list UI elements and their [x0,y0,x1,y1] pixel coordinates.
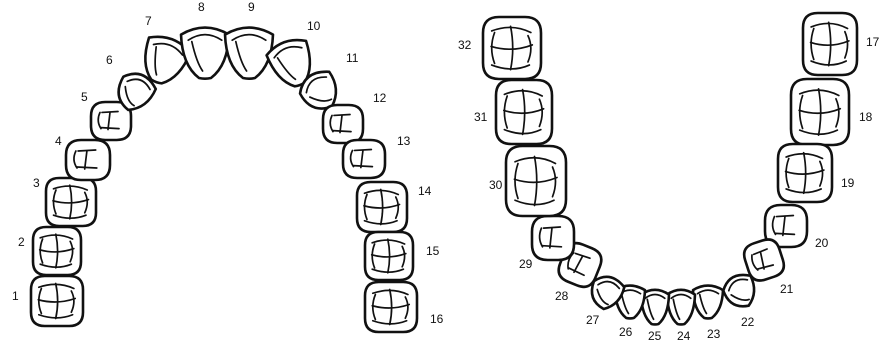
upper-arch: 12345678910111213141516 [12,0,444,332]
tooth-17-label: 17 [866,35,880,49]
tooth-30[interactable] [506,146,566,216]
tooth-4-groove [77,167,97,168]
tooth-16-label: 16 [430,312,444,326]
tooth-2[interactable] [33,227,81,275]
tooth-8-label: 8 [198,0,205,14]
tooth-25-label: 25 [648,329,662,343]
tooth-15[interactable] [365,232,413,280]
tooth-8[interactable] [181,28,229,79]
tooth-1-label: 1 [12,289,19,303]
tooth-12-label: 12 [373,91,387,105]
tooth-16[interactable] [365,282,417,332]
tooth-23[interactable] [693,286,723,319]
tooth-32[interactable] [483,17,541,79]
tooth-28-label: 28 [555,289,569,303]
tooth-27-label: 27 [586,313,600,327]
tooth-19-label: 19 [841,176,855,190]
tooth-29-groove [543,246,562,247]
tooth-14-label: 14 [418,184,432,198]
tooth-11-label: 11 [346,51,359,65]
tooth-20-groove [776,233,795,234]
lower-arch: 17 18 19 20 21 22 23 24 25 26 27 28 29 30 31 32 [458,13,880,343]
tooth-22-label: 22 [741,315,755,329]
tooth-13[interactable] [343,140,385,178]
tooth-24-label: 24 [677,329,691,343]
tooth-12-groove [333,131,351,132]
tooth-9[interactable] [225,28,273,79]
tooth-13-outline [343,140,385,178]
tooth-18-label: 18 [859,110,873,124]
tooth-13-groove [354,166,373,167]
tooth-21-label: 21 [780,282,794,296]
tooth-12-outline [323,105,363,143]
tooth-5-groove [101,128,119,129]
tooth-29-outline [532,216,574,260]
tooth-4-label: 4 [55,134,62,148]
tooth-5-label: 5 [81,90,88,104]
tooth-30-label: 30 [489,178,503,192]
tooth-23-label: 23 [707,327,721,341]
tooth-26-label: 26 [619,325,633,339]
tooth-14[interactable] [357,182,407,232]
tooth-15-label: 15 [426,244,440,258]
tooth-24[interactable] [667,290,695,325]
tooth-4[interactable] [66,140,110,180]
tooth-19[interactable] [778,144,832,202]
tooth-12[interactable] [323,105,363,143]
tooth-17[interactable] [803,13,857,75]
tooth-4-outline [66,140,110,180]
tooth-31[interactable] [496,80,552,144]
tooth-9-label: 9 [248,0,255,14]
tooth-6-label: 6 [106,53,113,67]
tooth-29-label: 29 [519,257,533,271]
tooth-29[interactable] [532,216,574,260]
tooth-1[interactable] [31,276,83,326]
tooth-32-label: 32 [458,38,472,52]
tooth-2-label: 2 [18,235,25,249]
tooth-31-label: 31 [474,110,488,124]
tooth-18[interactable] [791,79,849,145]
tooth-3[interactable] [46,178,96,226]
tooth-10-label: 10 [307,19,321,33]
tooth-3-label: 3 [33,176,40,190]
tooth-7-label: 7 [145,14,152,28]
tooth-13-label: 13 [397,134,411,148]
tooth-20-label: 20 [815,236,829,250]
